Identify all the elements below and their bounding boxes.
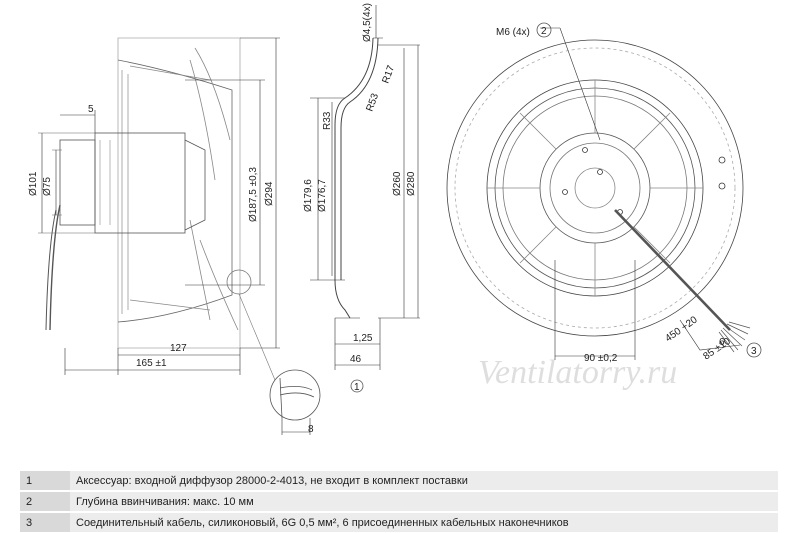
callout-1: 1 xyxy=(354,382,360,393)
note-number: 3 xyxy=(20,511,70,532)
note-text: Соединительный кабель, силиконовый, 6G 0… xyxy=(70,511,778,532)
note-number: 1 xyxy=(20,471,70,491)
note-row: 1 Аксессуар: входной диффузор 28000-2-40… xyxy=(20,471,778,491)
dim-8: 8 xyxy=(308,424,314,435)
watermark: Ventilatorry.ru xyxy=(478,354,677,391)
dim-r33: R33 xyxy=(322,111,333,130)
dim-d4-5: Ø4,5(4x) xyxy=(362,3,373,42)
dim-d294: Ø294 xyxy=(264,181,275,206)
dim-d75: Ø75 xyxy=(42,177,53,196)
dim-d176-7: Ø176,7 xyxy=(317,179,328,212)
front-view xyxy=(446,22,762,360)
front-view-dims: M6 (4x) 2 90 ±0,2 450 +20 85 ±10 6 3 xyxy=(496,26,757,364)
dim-d187: Ø187,5 ±0,3 xyxy=(248,167,259,222)
dim-90: 90 ±0,2 xyxy=(584,353,618,364)
dim-5: 5 xyxy=(88,104,94,115)
dim-1-25: 1,25 xyxy=(353,333,373,344)
section-view-dims: Ø4,5(4x) R17 R53 R33 Ø179,6 Ø176,7 Ø260 … xyxy=(303,3,417,393)
dim-d260: Ø260 xyxy=(392,171,403,196)
side-view-dims: 5 Ø101 Ø75 Ø187,5 ±0,3 Ø294 127 165 ±1 8 xyxy=(28,104,314,435)
technical-drawing: Ventilatorry.ru 5 xyxy=(28,3,762,435)
dim-r17: R17 xyxy=(380,64,397,85)
note-text: Глубина ввинчивания: макс. 10 мм xyxy=(70,490,778,512)
section-view xyxy=(310,5,420,393)
note-text: Аксессуар: входной диффузор 28000-2-4013… xyxy=(70,471,778,491)
dim-127: 127 xyxy=(170,343,187,354)
dim-165: 165 ±1 xyxy=(136,358,167,369)
dim-46: 46 xyxy=(350,354,362,365)
notes-table: 1 Аксессуар: входной диффузор 28000-2-40… xyxy=(20,471,778,532)
dim-m6: M6 (4x) xyxy=(496,27,530,38)
note-number: 2 xyxy=(20,490,70,512)
callout-3: 3 xyxy=(751,346,757,357)
note-row: 2 Глубина ввинчивания: макс. 10 мм xyxy=(20,490,778,512)
dim-450: 450 +20 xyxy=(663,314,700,344)
dim-85: 85 ±10 xyxy=(701,336,733,363)
dim-d280: Ø280 xyxy=(406,171,417,196)
side-view xyxy=(38,37,321,435)
note-row: 3 Соединительный кабель, силиконовый, 6G… xyxy=(20,511,778,532)
dim-d179-6: Ø179,6 xyxy=(303,179,314,212)
callout-2: 2 xyxy=(541,26,547,37)
dim-d101: Ø101 xyxy=(28,171,39,196)
dim-6: 6 xyxy=(719,337,725,348)
dim-r53: R53 xyxy=(364,92,381,113)
